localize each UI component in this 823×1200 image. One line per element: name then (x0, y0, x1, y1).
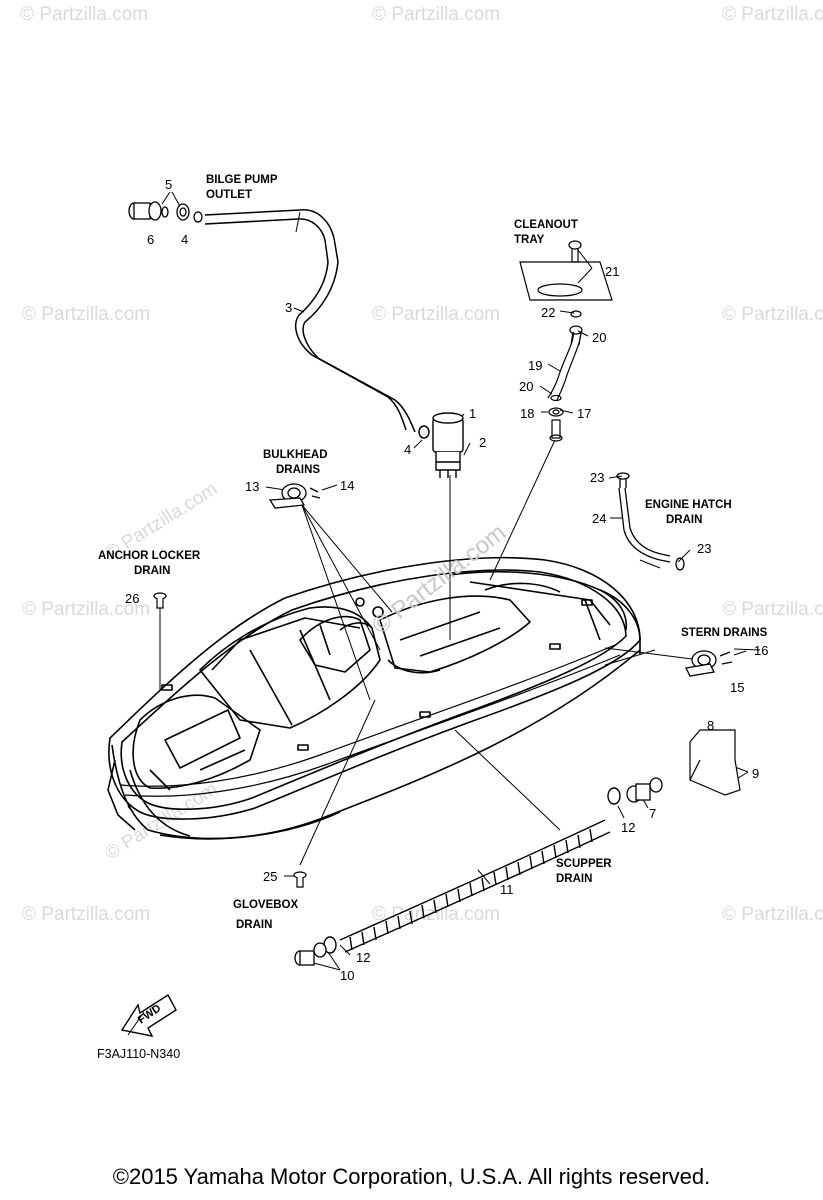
bulkhead-label-line2: DRAINS (276, 464, 320, 476)
callout: 4 (181, 232, 188, 247)
callout: 24 (592, 511, 606, 526)
section-labels: BILGE PUMP OUTLET CLEANOUT TRAY BULKHEAD… (98, 174, 768, 931)
bulkhead-label-line1: BULKHEAD (263, 449, 328, 461)
callout: 18 (520, 406, 534, 421)
glovebox-label-line2: DRAIN (236, 919, 272, 931)
watermark: © Partzilla.com (22, 304, 150, 325)
diagram-code: F3AJ110-N340 (97, 1047, 180, 1061)
bulkhead-drain (268, 483, 321, 509)
callout: 14 (340, 478, 354, 493)
scupper-hose (323, 787, 621, 954)
scupper-label-line1: SCUPPER (556, 858, 612, 870)
callout: 15 (730, 680, 744, 695)
bilge-hose (204, 209, 416, 433)
callout: 22 (541, 305, 555, 320)
callout: 26 (125, 591, 139, 606)
callout-numbers: 5 6 4 3 4 1 2 21 22 20 19 20 18 17 13 14… (125, 177, 768, 983)
callout: 3 (285, 300, 292, 315)
watermark: © Partzilla.com (722, 904, 823, 925)
anchor-locker-label-line2: DRAIN (134, 565, 170, 577)
bracket (689, 729, 741, 796)
scupper-fittings (294, 777, 663, 966)
watermark: © Partzilla.com (722, 4, 823, 25)
engine-hatch-label-line1: ENGINE HATCH (645, 499, 732, 511)
callout: 20 (519, 379, 533, 394)
watermark: © Partzilla.com (372, 904, 500, 925)
glovebox-label-line1: GLOVEBOX (233, 899, 299, 911)
callout: 9 (752, 766, 759, 781)
callout: 8 (707, 718, 714, 733)
callout: 16 (754, 643, 768, 658)
stern-drain (685, 650, 733, 677)
watermark: © Partzilla.com (20, 4, 148, 25)
watermark: © Partzilla.com (722, 304, 823, 325)
scupper-label-line2: DRAIN (556, 873, 592, 885)
bilge-outlet-parts (128, 201, 203, 223)
callout: 10 (340, 968, 354, 983)
callout: 17 (577, 406, 591, 421)
watermark: © Partzilla.com (722, 599, 823, 620)
leader-lines (159, 191, 761, 971)
callout: 20 (592, 330, 606, 345)
callout: 13 (245, 479, 259, 494)
cleanout-tray (519, 240, 613, 442)
center-watermark: © Partzilla.com (367, 519, 511, 640)
callout: 1 (469, 406, 476, 421)
cleanout-label-line2: TRAY (514, 234, 545, 246)
callout: 7 (649, 806, 656, 821)
fwd-arrow-icon: FWD (120, 994, 177, 1037)
bilge-pump (418, 412, 464, 478)
boat-hull (107, 556, 641, 840)
callout: 21 (605, 264, 619, 279)
callout: 11 (500, 882, 514, 897)
callout: 12 (621, 820, 635, 835)
callout: 23 (697, 541, 711, 556)
engine-hatch-label-line2: DRAIN (666, 514, 702, 526)
callout: 12 (356, 950, 370, 965)
callout: 19 (528, 358, 542, 373)
stern-label: STERN DRAINS (681, 627, 768, 639)
callout: 25 (263, 869, 277, 884)
watermark: © Partzilla.com (372, 4, 500, 25)
anchor-locker-label-line1: ANCHOR LOCKER (98, 550, 201, 562)
copyright-notice: ©2015 Yamaha Motor Corporation, U.S.A. A… (112, 1164, 711, 1189)
watermark: © Partzilla.com (22, 599, 150, 620)
callout: 2 (479, 435, 486, 450)
callout: 4 (404, 442, 411, 457)
small-drains (153, 592, 307, 888)
cleanout-label-line1: CLEANOUT (514, 219, 578, 231)
callout: 5 (165, 177, 172, 192)
watermark: © Partzilla.com (372, 304, 500, 325)
watermarks: © Partzilla.com © Partzilla.com © Partzi… (20, 4, 823, 925)
bilge-pump-label-line1: BILGE PUMP (206, 174, 278, 186)
callout: 6 (147, 232, 154, 247)
callout: 23 (590, 470, 604, 485)
engine-hatch-drain (616, 472, 685, 571)
watermark: © Partzilla.com (22, 904, 150, 925)
bilge-pump-label-line2: OUTLET (206, 189, 252, 201)
parts-diagram: © Partzilla.com © Partzilla.com © Partzi… (20, 4, 823, 1061)
